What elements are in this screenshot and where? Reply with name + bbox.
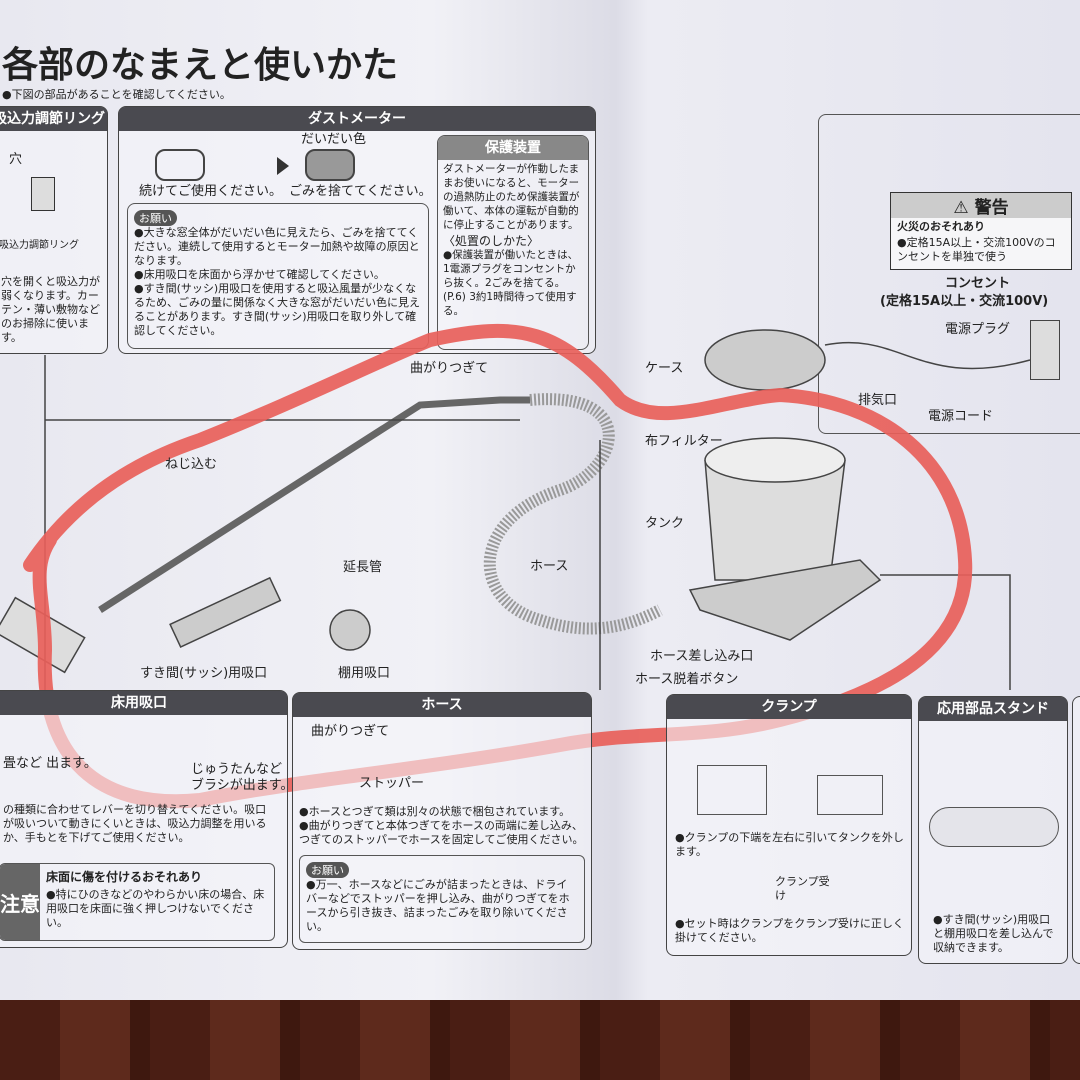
panel-header: ダストメーター [119, 107, 595, 131]
elbow-label: 曲がりつぎて [311, 724, 390, 739]
caution-label: 注意 [0, 864, 40, 940]
protection-how: 〈処置のしかた〉 [443, 234, 540, 248]
clamp-drawing [697, 765, 767, 815]
case-label: ケース [645, 361, 684, 376]
cord-line [824, 341, 1031, 370]
clamp-receiver-label: クランプ受け [775, 875, 830, 902]
base [688, 559, 882, 641]
clamp-text: ●セット時はクランプをクランプ受けに正しく掛けてください。 [675, 917, 904, 944]
hose-label: ホース [530, 559, 569, 574]
filter-label: 布フィルター [645, 434, 723, 449]
clamp-drawing [817, 775, 883, 815]
warning-title: ⚠ 警告 [891, 193, 1071, 218]
hose-inlet-label: ホース差し込み口 [650, 649, 754, 664]
protection-box: 保護装置 ダストメーターが作動したままお使いになると、モーターの過熱防止のため保… [437, 135, 589, 350]
meter-full-icon [305, 149, 355, 181]
outlet-spec: (定格15A以上・交流100V) [880, 294, 1049, 309]
outlet-frame [818, 114, 1080, 434]
tank-rim [704, 437, 846, 483]
orange-label: だいだい色 [301, 132, 367, 147]
screw-in-label: ねじ込む [165, 457, 218, 472]
cut-off-panel [1072, 696, 1080, 964]
ring-text: 穴を開くと吸込力が弱くなります。カーテン・薄い敷物などのお掃除に使います。 [1, 275, 100, 344]
warning-subtitle: 火災のおそれあり [897, 220, 985, 233]
continue-text: 続けてご使用ください。 [139, 184, 283, 199]
shelf-nozzle-label: 棚用吸口 [338, 666, 391, 681]
hole-label: 穴 [9, 152, 23, 167]
stand-drawing [929, 807, 1059, 847]
caution-text: ●特にひのきなどのやわらかい床の場合、床用吸口を床面に強く押しつけないでください… [46, 888, 265, 929]
case-lid [704, 329, 826, 391]
hose-drawing [483, 393, 663, 635]
stand-text: ●すき間(サッシ)用吸口と棚用吸口を差し込んで収納できます。 [933, 913, 1054, 954]
panel-header: クランプ [667, 695, 911, 719]
clamp-text: ●クランプの下端を左右に引いてタンクを外します。 [675, 831, 904, 858]
page-subtitle: ●下図の部品があることを確認してください。 [2, 88, 231, 101]
bullet: ●ホースとつぎて類は別々の状態で梱包されています。 [299, 805, 571, 818]
panel-header: ホース [293, 693, 591, 717]
warning-box: ⚠ 警告 火災のおそれあり ●定格15A以上・交流100Vのコンセントを単独で使… [890, 192, 1072, 270]
cord-label: 電源コード [928, 409, 994, 424]
floor-nozzle-panel: 床用吸口 畳など 出ます。 じゅうたんなど ブラシが出ます。 の種類に合わせてレ… [0, 690, 293, 948]
arrow-icon [277, 157, 289, 175]
protection-header: 保護装置 [438, 136, 588, 160]
shelf-nozzle [329, 609, 371, 651]
bullet: ●曲がりつぎてと本体つぎてをホースの両端に差し込み、つぎてのストッパーでホースを… [299, 819, 584, 846]
floor-text: の種類に合わせてレバーを切り替えてください。吸口が吸いついて動きにくいときは、吸… [3, 803, 267, 844]
warning-text: ●定格15A以上・交流100Vのコンセントを単独で使う [897, 236, 1056, 263]
page-title: 各部のなまえと使いかた [2, 45, 399, 86]
request-text: ●万一、ホースなどにごみが詰まったときは、ドライバーなどでストッパーを押し込み、… [306, 878, 570, 933]
wood-table [0, 1000, 1080, 1080]
panel-header: 応用部品スタンド [919, 697, 1067, 721]
suction-ring-panel: 吸込力調節リング 穴 吸込力調節リング 穴を開くと吸込力が弱くなります。カーテン… [0, 106, 108, 354]
bullet: ●大きな窓全体がだいだい色に見えたら、ごみを捨ててください。連続して使用するとモ… [134, 226, 420, 267]
warning-icon: ⚠ [953, 198, 975, 218]
request-box: お願い ●大きな窓全体がだいだい色に見えたら、ごみを捨ててください。連続して使用… [127, 203, 429, 349]
ring-icon [31, 177, 55, 211]
leader-lines [44, 355, 1011, 690]
carpet-label: じゅうたんなど [191, 762, 283, 777]
elbow-label: 曲がりつぎて [410, 361, 489, 376]
exhaust-label: 排気口 [858, 393, 898, 408]
stopper-label: ストッパー [359, 776, 425, 791]
protection-steps: ●保護装置が働いたときは、1電源プラグをコンセントから抜く。2ごみを捨てる。(P… [443, 249, 579, 317]
request-box: お願い ●万一、ホースなどにごみが詰まったときは、ドライバーなどでストッパーを押… [299, 855, 585, 943]
tank-label: タンク [645, 516, 685, 531]
extension-pipe [98, 396, 530, 613]
extension-pipe-label: 延長管 [343, 560, 383, 575]
bullet: ●すき間(サッシ)用吸口を使用すると吸込風量が少なくなるため、ごみの量に関係なく… [134, 282, 420, 337]
request-tag: お願い [134, 210, 177, 226]
hose-release-label: ホース脱着ボタン [635, 672, 739, 687]
tatami-label: 畳など 出ます。 [3, 756, 97, 771]
dispose-text: ごみを捨ててください。 [289, 184, 432, 199]
hose-panel: ホース 曲がりつぎて ストッパー ●ホースとつぎて類は別々の状態で梱包されていま… [292, 692, 592, 950]
request-tag: お願い [306, 862, 349, 878]
panel-header: 床用吸口 [0, 691, 287, 715]
warning-title-text: 警告 [974, 198, 1009, 218]
crevice-nozzle [169, 576, 282, 649]
panel-header: 吸込力調節リング [0, 107, 107, 131]
caution-box: 注意 床面に傷を付けるおそれあり ●特にひのきなどのやわらかい床の場合、床用吸口… [0, 863, 275, 941]
brush-label: ブラシが出ます。 [191, 778, 294, 793]
outlet-icon [1030, 320, 1060, 380]
caution-title: 床面に傷を付けるおそれあり [46, 870, 203, 884]
protection-text: ダストメーターが作動したままお使いになると、モーターの過熱防止のため保護装置が働… [443, 163, 580, 231]
meter-normal-icon [155, 149, 205, 181]
bullet: ●床用吸口を床面から浮かせて確認してください。 [134, 268, 385, 281]
crevice-nozzle-label: すき間(サッシ)用吸口 [140, 666, 268, 681]
outlet-label: コンセント [945, 276, 1011, 291]
dust-meter-panel: ダストメーター だいだい色 続けてご使用ください。 ごみを捨ててください。 お願… [118, 106, 596, 354]
clamp-panel: クランプ ●クランプの下端を左右に引いてタンクを外します。 クランプ受け ●セッ… [666, 694, 912, 956]
plug-label: 電源プラグ [945, 322, 1011, 337]
ring-label: 吸込力調節リング [0, 240, 79, 251]
stand-panel: 応用部品スタンド ●すき間(サッシ)用吸口と棚用吸口を差し込んで収納できます。 [918, 696, 1068, 964]
